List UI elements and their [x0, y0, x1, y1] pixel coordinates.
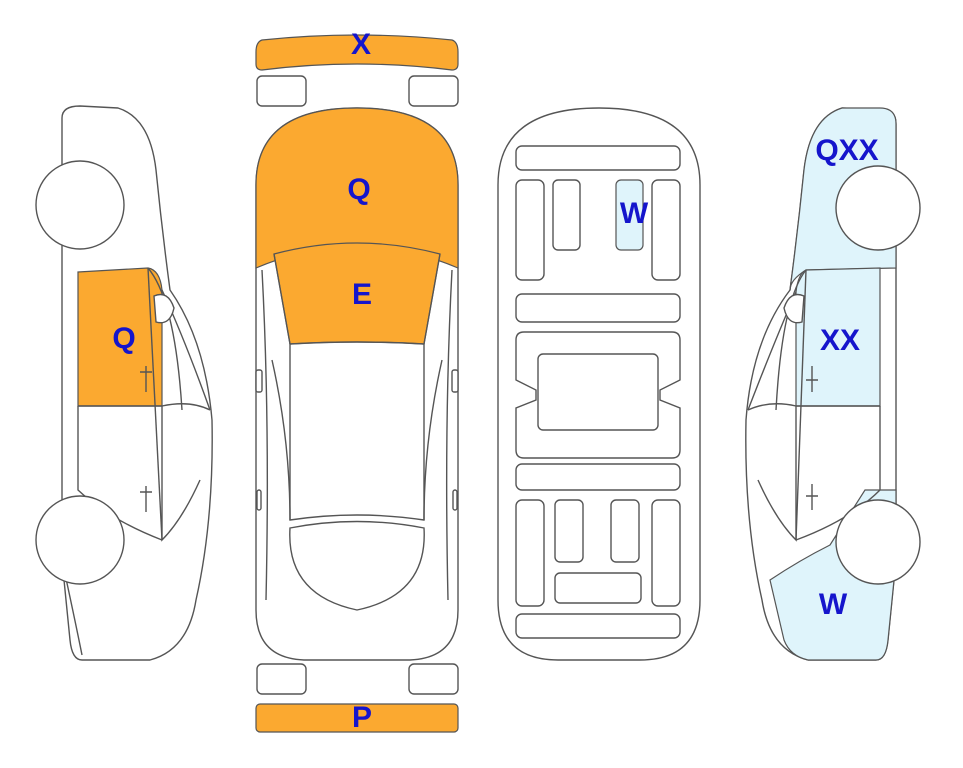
left-side-view: Q: [35, 105, 213, 661]
right-front-fender-label: QXX: [815, 134, 878, 167]
windshield-label: E: [352, 278, 372, 311]
right-rear-handle: [806, 484, 818, 510]
right-front-handle: [806, 366, 818, 392]
underbody-panel-label: W: [620, 197, 649, 230]
top-left-a-pillar: [273, 253, 291, 345]
underbody-rear-cross: [515, 463, 681, 491]
underbody-view: W: [497, 107, 701, 661]
front-bumper-label: X: [351, 28, 371, 61]
underbody-cross-member: [515, 293, 681, 323]
underbody-center-tunnel: [537, 353, 659, 431]
left-rear-wheel: [35, 495, 125, 585]
underbody-rear-bar: [515, 613, 681, 639]
rear-left-light: [256, 663, 307, 695]
left-mirror: [255, 369, 263, 393]
right-front-wheel: [835, 165, 921, 251]
hood-label: Q: [347, 173, 370, 206]
right-rear-quarter-label: W: [819, 588, 848, 621]
left-front-handle: [140, 366, 152, 392]
underbody-right-rear-rail: [651, 499, 681, 607]
front-bumper[interactable]: [255, 34, 459, 71]
left-front-wheel: [35, 160, 125, 250]
underbody-left-rear-rail: [515, 499, 545, 607]
rear-bumper-label: P: [352, 701, 372, 734]
top-right-a-pillar: [423, 253, 441, 345]
underbody-panel[interactable]: [615, 179, 644, 251]
top-right-side-line: [445, 269, 453, 601]
top-left-side-line: [261, 269, 269, 601]
right-side-view: QXX XX W: [745, 107, 921, 661]
underbody-right-rear-mount: [610, 499, 640, 563]
right-mirror-side: [783, 293, 805, 324]
underbody-left-front-rail: [515, 179, 545, 281]
left-front-door-label: Q: [112, 322, 135, 355]
top-view: X Q E P: [255, 28, 459, 734]
right-handle: [452, 489, 458, 511]
front-left-light: [256, 75, 307, 107]
left-rear-handle: [140, 486, 152, 512]
underbody-left-rear-mount: [554, 499, 584, 563]
front-right-light: [408, 75, 459, 107]
rear-right-light: [408, 663, 459, 695]
left-handle: [256, 489, 262, 511]
underbody-rear-plate: [554, 572, 642, 604]
left-side-roof-line: [147, 267, 183, 411]
right-side-pillar: [795, 269, 807, 541]
right-rear-wheel: [835, 499, 921, 585]
top-left-c-pillar: [271, 359, 291, 521]
top-right-c-pillar: [423, 359, 443, 521]
left-side-pillar: [147, 267, 163, 541]
right-side-belt-line: [747, 403, 880, 411]
rear-window: [289, 520, 425, 611]
left-side-belt-line: [78, 403, 211, 411]
underbody-left-mount: [552, 179, 581, 251]
left-mirror-side: [153, 293, 175, 324]
right-front-door-label: XX: [820, 324, 860, 357]
right-mirror: [451, 369, 459, 393]
underbody-front-bar: [515, 145, 681, 171]
right-side-roof-line: [775, 269, 807, 411]
underbody-right-front-rail: [651, 179, 681, 281]
rear-bumper[interactable]: [255, 703, 459, 733]
